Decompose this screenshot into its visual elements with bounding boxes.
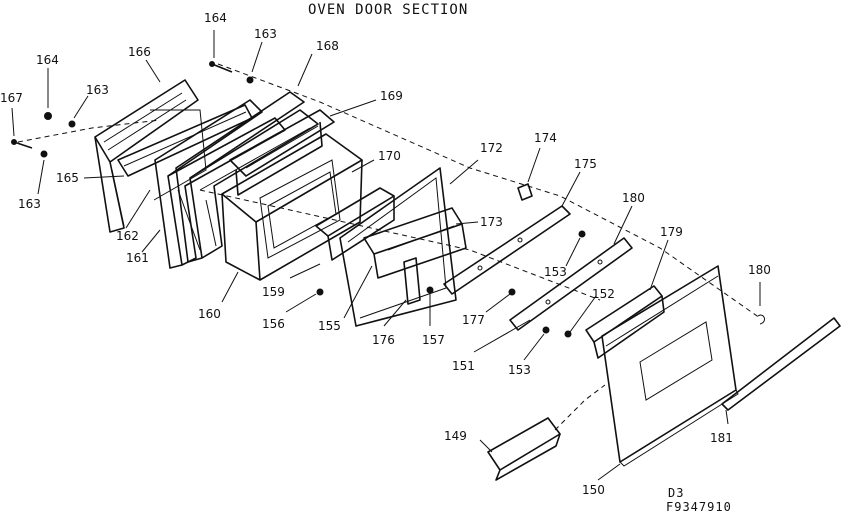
label-180-a: 180 [622, 191, 645, 205]
part-164-screw-b [44, 112, 52, 120]
part-157-screw [426, 286, 434, 294]
drawing-code-line2: F9347910 [666, 500, 732, 514]
label-175: 175 [574, 157, 597, 171]
label-156: 156 [262, 317, 285, 331]
label-176: 176 [372, 333, 395, 347]
part-150-outer-door [601, 265, 739, 467]
label-172: 172 [480, 141, 503, 155]
part-180-clip [757, 314, 765, 325]
label-174: 174 [534, 131, 557, 145]
part-149-glass [487, 417, 561, 481]
part-156-screw [316, 288, 324, 296]
label-164-b: 164 [36, 53, 59, 67]
part-177-screw [508, 288, 516, 296]
diagram-title: OVEN DOOR SECTION [308, 2, 469, 18]
part-163-washer-a [246, 76, 254, 84]
label-173: 173 [480, 215, 503, 229]
label-169: 169 [380, 89, 403, 103]
part-166-rear-panel [94, 79, 207, 233]
assembly-axis-149 [554, 384, 606, 431]
part-152-screw [564, 330, 572, 338]
part-167-screw [11, 139, 33, 149]
part-174-clip [517, 183, 533, 201]
label-166: 166 [128, 45, 151, 59]
part-179-glass [585, 285, 665, 359]
part-164-screw-a [209, 61, 233, 73]
label-151: 151 [452, 359, 475, 373]
label-157: 157 [422, 333, 445, 347]
part-176-bracket [403, 257, 421, 305]
part-175-strip [443, 205, 571, 295]
part-labels: 164 163 168 164 163 166 169 167 163 165 … [0, 11, 771, 497]
label-150: 150 [582, 483, 605, 497]
label-180-b: 180 [748, 263, 771, 277]
label-168: 168 [316, 39, 339, 53]
label-163-a: 163 [254, 27, 277, 41]
drawing-code-line1: D3 [668, 486, 685, 500]
label-164-a: 164 [204, 11, 227, 25]
label-170: 170 [378, 149, 401, 163]
label-160: 160 [198, 307, 221, 321]
assembly-axis-left [17, 119, 161, 143]
leader-lines [11, 30, 761, 481]
part-163-washer-c [40, 150, 48, 158]
assembly-axis-top [217, 63, 761, 319]
label-153-b: 153 [508, 363, 531, 377]
part-180-strip [509, 237, 633, 331]
part-153-screw-b [542, 326, 550, 334]
part-160-insulation-box [221, 133, 363, 281]
part-168-bracket-frame [175, 91, 319, 263]
label-179: 179 [660, 225, 683, 239]
label-167: 167 [0, 91, 23, 105]
part-173-glass-panel [363, 207, 467, 279]
label-153-a: 153 [544, 265, 567, 279]
label-177: 177 [462, 313, 485, 327]
part-169-window-frame [229, 109, 335, 196]
assembly-axis-mid [199, 189, 601, 301]
part-163-washer-b [68, 120, 76, 128]
label-149: 149 [444, 429, 467, 443]
label-162: 162 [116, 229, 139, 243]
part-153-screw-a [578, 230, 586, 238]
part-181-handle [721, 317, 841, 411]
label-155: 155 [318, 319, 341, 333]
part-172-door-liner [339, 167, 457, 327]
label-163-b: 163 [86, 83, 109, 97]
label-159: 159 [262, 285, 285, 299]
label-152: 152 [592, 287, 615, 301]
label-163-c: 163 [18, 197, 41, 211]
label-165: 165 [56, 171, 79, 185]
label-181: 181 [710, 431, 733, 445]
label-161: 161 [126, 251, 149, 265]
